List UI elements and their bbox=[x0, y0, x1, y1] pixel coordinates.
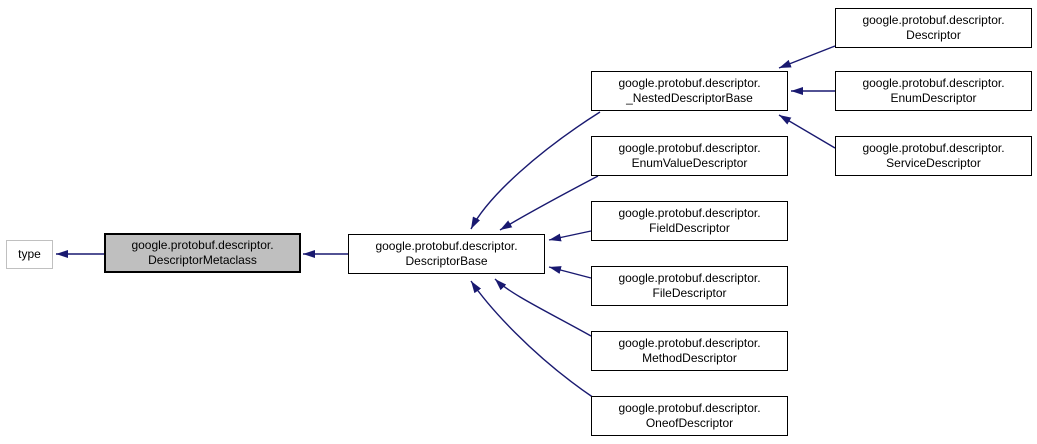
edge-field-to-base bbox=[548, 230, 592, 242]
node-enum-value-descriptor-package: google.protobuf.descriptor. bbox=[618, 141, 761, 155]
node-descriptor-base-class: DescriptorBase bbox=[405, 254, 488, 268]
node-file-descriptor[interactable]: google.protobuf.descriptor. FileDescript… bbox=[591, 266, 788, 306]
node-type: type bbox=[6, 240, 53, 269]
node-file-descriptor-class: FileDescriptor bbox=[652, 286, 727, 300]
node-service-descriptor[interactable]: google.protobuf.descriptor. ServiceDescr… bbox=[835, 136, 1032, 176]
node-oneof-descriptor-package: google.protobuf.descriptor. bbox=[618, 401, 761, 415]
node-enum-value-descriptor[interactable]: google.protobuf.descriptor. EnumValueDes… bbox=[591, 136, 788, 176]
node-field-descriptor-package: google.protobuf.descriptor. bbox=[618, 206, 761, 220]
node-field-descriptor-class: FieldDescriptor bbox=[649, 221, 730, 235]
node-method-descriptor-class: MethodDescriptor bbox=[642, 351, 737, 365]
node-descriptor-metaclass-package: google.protobuf.descriptor. bbox=[131, 238, 274, 252]
node-descriptor-metaclass-class: DescriptorMetaclass bbox=[148, 253, 257, 267]
edge-file-to-base bbox=[548, 266, 592, 279]
node-type-label: type bbox=[18, 247, 41, 261]
node-descriptor-package: google.protobuf.descriptor. bbox=[862, 13, 1005, 27]
node-field-descriptor[interactable]: google.protobuf.descriptor. FieldDescrip… bbox=[591, 201, 788, 241]
node-service-descriptor-class: ServiceDescriptor bbox=[886, 156, 981, 170]
node-file-descriptor-package: google.protobuf.descriptor. bbox=[618, 271, 761, 285]
node-enum-descriptor-class: EnumDescriptor bbox=[890, 91, 977, 105]
node-method-descriptor[interactable]: google.protobuf.descriptor. MethodDescri… bbox=[591, 331, 788, 371]
node-descriptor-base-package: google.protobuf.descriptor. bbox=[375, 239, 518, 253]
edge-oneof-to-base bbox=[470, 280, 595, 399]
node-nested-descriptor-base-class: _NestedDescriptorBase bbox=[626, 91, 753, 105]
node-nested-descriptor-base-package: google.protobuf.descriptor. bbox=[618, 76, 761, 90]
node-enum-descriptor-package: google.protobuf.descriptor. bbox=[862, 76, 1005, 90]
node-descriptor-base[interactable]: google.protobuf.descriptor. DescriptorBa… bbox=[348, 234, 545, 274]
node-oneof-descriptor[interactable]: google.protobuf.descriptor. OneofDescrip… bbox=[591, 396, 788, 436]
edge-method-to-base bbox=[494, 278, 592, 337]
node-oneof-descriptor-class: OneofDescriptor bbox=[645, 416, 734, 430]
node-method-descriptor-package: google.protobuf.descriptor. bbox=[618, 336, 761, 350]
node-descriptor-class: Descriptor bbox=[906, 28, 961, 42]
node-descriptor-metaclass: google.protobuf.descriptor. DescriptorMe… bbox=[104, 233, 301, 273]
node-service-descriptor-package: google.protobuf.descriptor. bbox=[862, 141, 1005, 155]
edge-nested-to-base bbox=[470, 111, 601, 230]
edge-enumvalue-to-base bbox=[499, 175, 599, 231]
node-descriptor[interactable]: google.protobuf.descriptor. Descriptor bbox=[835, 8, 1032, 48]
edge-descriptor-to-nested bbox=[778, 45, 836, 69]
node-enum-descriptor[interactable]: google.protobuf.descriptor. EnumDescript… bbox=[835, 71, 1032, 111]
node-nested-descriptor-base[interactable]: google.protobuf.descriptor. _NestedDescr… bbox=[591, 71, 788, 111]
node-enum-value-descriptor-class: EnumValueDescriptor bbox=[631, 156, 748, 170]
